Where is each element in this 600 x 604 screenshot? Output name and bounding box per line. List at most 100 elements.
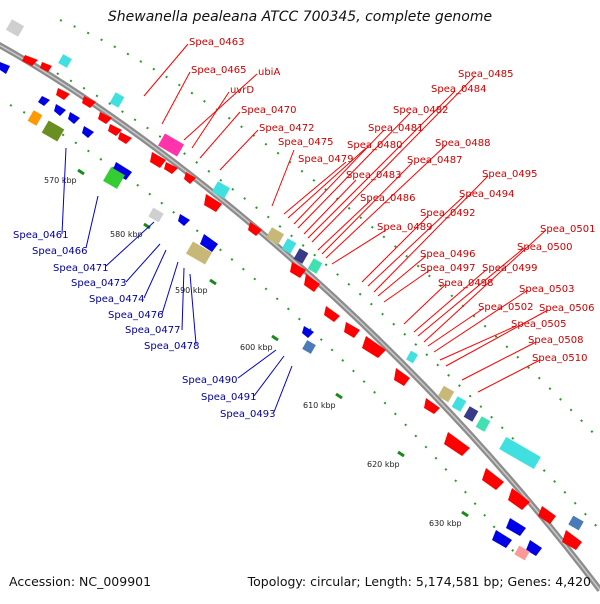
- forward-gene: [562, 530, 582, 550]
- genome-backbone-highlight: [0, 44, 600, 591]
- reverse-leader: [125, 243, 161, 283]
- kbp-tick: [77, 168, 85, 176]
- forward-leader: [373, 175, 489, 293]
- forward-gene: [56, 88, 70, 100]
- reverse-label: Spea_0473: [71, 278, 126, 289]
- kbp-label: 610 kbp: [303, 401, 336, 410]
- forward-gene: [290, 262, 306, 278]
- forward-leader: [199, 111, 241, 159]
- feature-block: [157, 133, 185, 157]
- forward-leader: [283, 161, 347, 215]
- reverse-label: Spea_0490: [182, 375, 237, 386]
- reverse-label: Spea_0471: [53, 263, 108, 274]
- forward-leader: [219, 129, 259, 171]
- forward-label: Spea_0508: [528, 335, 583, 346]
- reverse-leader: [85, 195, 99, 249]
- accession-text: Accession: NC_009901: [9, 574, 152, 589]
- feature-block: [475, 416, 491, 432]
- reverse-leader: [237, 349, 277, 379]
- forward-leader: [477, 359, 541, 393]
- forward-leader: [413, 269, 487, 333]
- reverse-gene: [526, 540, 542, 556]
- forward-gene-labels: Spea_0463 Spea_0465 ubiA uvrD Spea_0470 …: [189, 37, 595, 364]
- inner-feature-block: [514, 545, 530, 561]
- forward-label: Spea_0501: [540, 224, 595, 235]
- forward-gene: [184, 172, 196, 184]
- feature-block: [451, 396, 467, 412]
- inner-feature-blocks: [27, 110, 530, 561]
- feature-block: [293, 248, 309, 264]
- forward-leader: [297, 112, 411, 229]
- forward-gene: [98, 112, 112, 124]
- forward-leader: [321, 162, 413, 255]
- guide-track-inner: [9, 104, 521, 561]
- reverse-gene: [38, 96, 50, 106]
- inner-feature-block: [185, 241, 213, 265]
- forward-gene: [482, 468, 504, 490]
- feature-block: [499, 436, 541, 470]
- forward-leader: [445, 309, 549, 367]
- feature-block: [265, 227, 285, 245]
- feature-block: [307, 258, 323, 274]
- reverse-genes: [0, 62, 542, 556]
- forward-label: Spea_0483: [346, 170, 401, 181]
- inner-feature-block: [148, 207, 164, 223]
- forward-label: Spea_0492: [420, 208, 475, 219]
- forward-label: Spea_0487: [407, 155, 462, 166]
- forward-label: Spea_0463: [189, 37, 244, 48]
- forward-label: ubiA: [258, 67, 280, 78]
- forward-leader: [317, 200, 371, 251]
- reverse-gene-labels: Spea_0461 Spea_0466 Spea_0471 Spea_0473 …: [13, 230, 275, 420]
- forward-leader: [331, 229, 387, 265]
- forward-label: Spea_0499: [482, 263, 537, 274]
- reverse-gene: [178, 214, 190, 226]
- inner-feature-block: [302, 340, 316, 354]
- forward-gene: [40, 62, 52, 72]
- kbp-tick: [397, 450, 405, 458]
- forward-gene: [204, 194, 222, 212]
- reverse-gene: [54, 104, 66, 116]
- forward-label: Spea_0480: [347, 140, 402, 151]
- reverse-leader: [61, 147, 67, 235]
- kbp-ticks: [77, 168, 469, 518]
- forward-label: Spea_0465: [191, 65, 246, 76]
- forward-label: Spea_0484: [431, 84, 486, 95]
- forward-gene: [22, 55, 38, 66]
- reverse-label: Spea_0466: [32, 246, 87, 257]
- feature-block: [109, 92, 125, 108]
- inner-feature-block: [103, 167, 125, 189]
- forward-label: Spea_0479: [298, 154, 353, 165]
- forward-label: Spea_0481: [368, 123, 423, 134]
- forward-leader: [191, 91, 230, 149]
- forward-leader: [433, 289, 529, 353]
- reverse-label: Spea_0477: [125, 325, 180, 336]
- forward-label: Spea_0472: [259, 123, 314, 134]
- forward-leader: [417, 247, 525, 337]
- feature-block: [568, 515, 584, 531]
- feature-block: [58, 54, 72, 68]
- forward-label: Spea_0500: [517, 242, 572, 253]
- forward-leader: [307, 90, 456, 239]
- inner-feature-block: [41, 120, 65, 142]
- kbp-label: 630 kbp: [429, 519, 462, 528]
- map-title: Shewanella pealeana ATCC 700345, complet…: [107, 9, 493, 25]
- reverse-gene: [68, 112, 80, 124]
- forward-leader: [271, 149, 295, 207]
- reverse-label: Spea_0461: [13, 230, 68, 241]
- forward-gene: [362, 336, 386, 358]
- reverse-gene: [302, 326, 314, 338]
- feature-block: [281, 238, 297, 254]
- inner-feature-block: [27, 110, 43, 126]
- reverse-label: Spea_0493: [220, 409, 275, 420]
- forward-label: Spea_0470: [241, 105, 296, 116]
- reverse-leaders: [61, 147, 293, 413]
- forward-gene: [82, 96, 96, 108]
- feature-block: [463, 406, 479, 422]
- kbp-label: 580 kbp: [110, 230, 143, 239]
- forward-label: Spea_0486: [360, 193, 415, 204]
- forward-gene: [304, 274, 320, 292]
- forward-leader: [361, 215, 429, 283]
- forward-leader: [325, 144, 447, 259]
